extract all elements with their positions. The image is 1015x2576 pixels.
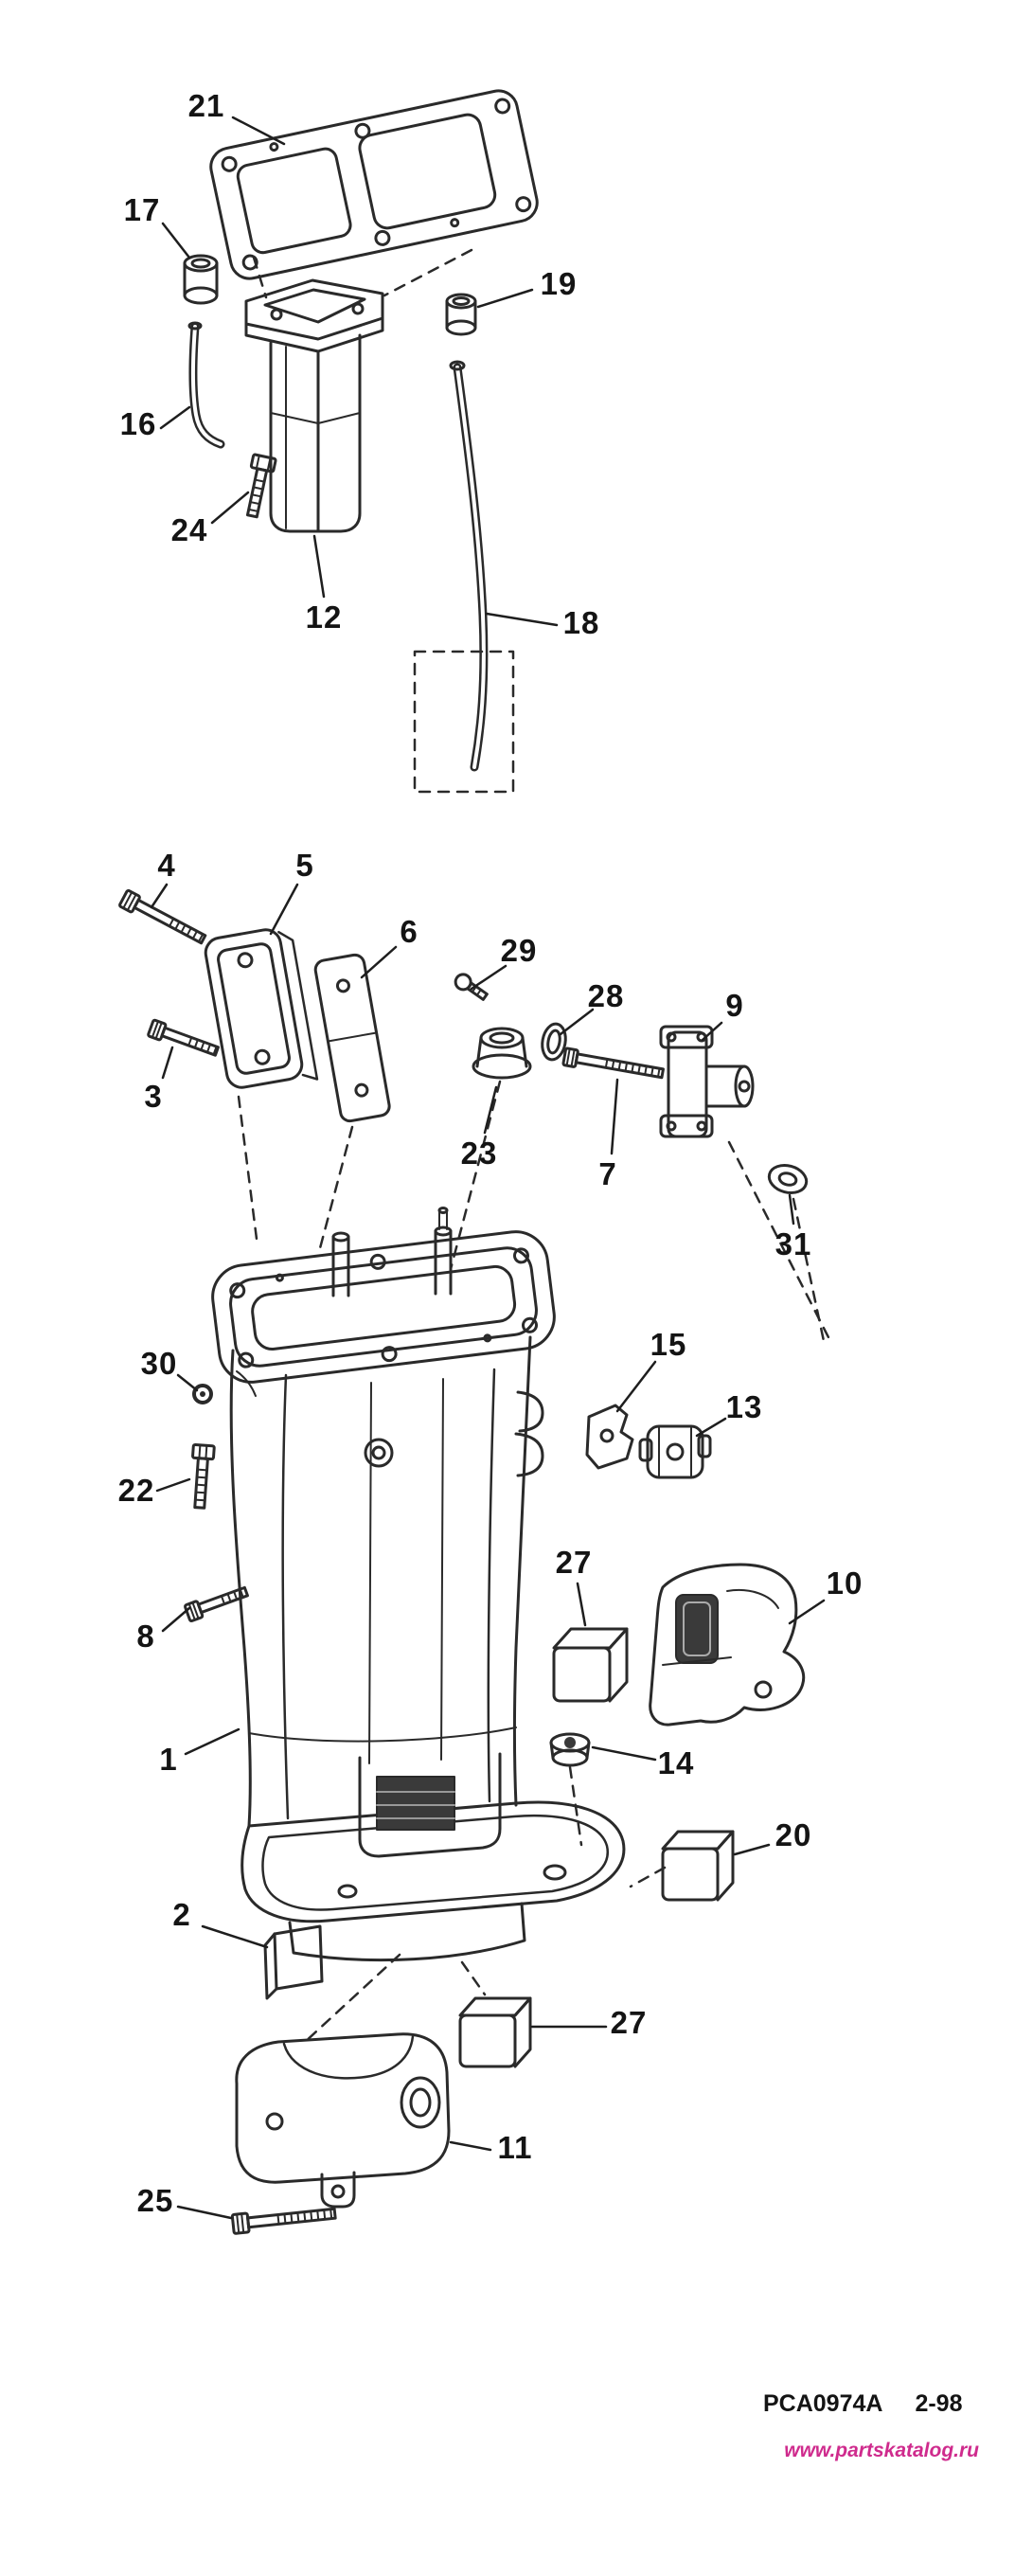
part-washer-31 [767,1164,809,1194]
leader-line-27a [576,1582,587,1627]
part-mount-5 [204,928,319,1089]
part-bolt-25 [230,2207,337,2235]
leader-line-19 [476,288,534,309]
leader-line-21 [231,116,286,146]
leader-line-30 [176,1373,199,1392]
watermark-link[interactable]: www.partskatalog.ru [784,2440,979,2461]
part-damper-20 [661,1830,735,1902]
part-screw-29 [454,973,489,1001]
leader-line-25 [176,2205,233,2220]
leader-line-22 [155,1477,191,1493]
doc-code: PCA0974A [763,2390,883,2417]
part-clamp-13 [638,1424,712,1479]
part-bolt-4 [118,888,207,945]
part-bolt-8 [184,1585,249,1623]
leader-line-31 [788,1193,795,1225]
leader-line-18 [485,612,559,627]
part-bracket-9 [659,1025,755,1138]
part-bushing-19 [445,293,477,336]
leader-line-5 [269,883,299,936]
leader-line-4 [150,883,169,909]
part-bolt-3 [147,1018,220,1057]
part-bolt-24 [245,453,277,519]
part-damper-27-lower [458,1996,532,2068]
leader-line-28 [559,1008,595,1036]
leader-line-1 [184,1727,240,1756]
part-bolt-7 [561,1046,665,1080]
part-grommet-23 [472,1027,532,1080]
leader-line-10 [788,1599,826,1625]
part-grommet-14 [549,1732,591,1767]
part-plate-6 [313,953,391,1123]
leader-line-23 [483,1085,498,1135]
part-tube-16 [187,321,225,449]
part-bushing-17 [183,254,219,305]
assembly-dashed-lines [237,248,833,2046]
part-tube-18 [449,360,489,772]
leader-line-17 [161,222,191,259]
leader-line-29 [470,964,508,991]
part-gasket [209,89,539,280]
doc-revision: 2-98 [915,2390,963,2417]
leader-line-8 [161,1606,191,1633]
leader-line-3 [161,1046,174,1080]
leader-line-14 [591,1745,657,1762]
leader-line-15 [615,1360,657,1413]
leader-line-9 [701,1021,723,1042]
leader-line-2 [201,1924,269,1949]
leader-line-11 [449,2140,492,2152]
part-oring-28 [541,1022,567,1062]
part-adapter-12 [244,278,384,533]
leader-line-20 [733,1843,771,1856]
leader-line-13 [695,1417,727,1438]
part-housing-1 [211,1207,626,1962]
leader-line-7 [610,1078,619,1155]
leader-line-16 [159,405,191,430]
leader-line-6 [360,945,398,979]
footer: PCA0974A 2-98 [763,2390,963,2418]
part-damper-27-upper [552,1627,629,1703]
part-mount-10 [649,1563,806,1726]
part-bracket-15 [585,1404,634,1470]
part-ring-30 [192,1384,213,1404]
part-plate-2 [263,1924,324,2000]
part-bolt-22 [191,1442,216,1510]
leader-line-24 [210,491,250,525]
part-lower-mount-11 [235,2032,451,2209]
leader-lines [150,116,826,2220]
leader-line-12 [312,534,326,599]
